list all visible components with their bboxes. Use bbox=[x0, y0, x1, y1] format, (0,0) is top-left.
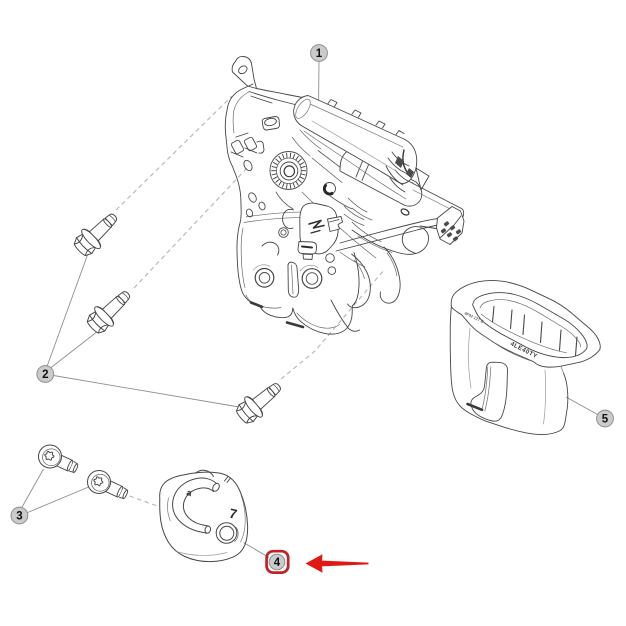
svg-text:2: 2 bbox=[42, 369, 48, 381]
svg-text:5: 5 bbox=[602, 414, 609, 426]
svg-text:4: 4 bbox=[274, 557, 281, 569]
svg-text:1: 1 bbox=[316, 48, 323, 60]
svg-text:3: 3 bbox=[16, 511, 22, 523]
svg-text:a: a bbox=[185, 487, 193, 498]
svg-text:7: 7 bbox=[228, 506, 238, 522]
